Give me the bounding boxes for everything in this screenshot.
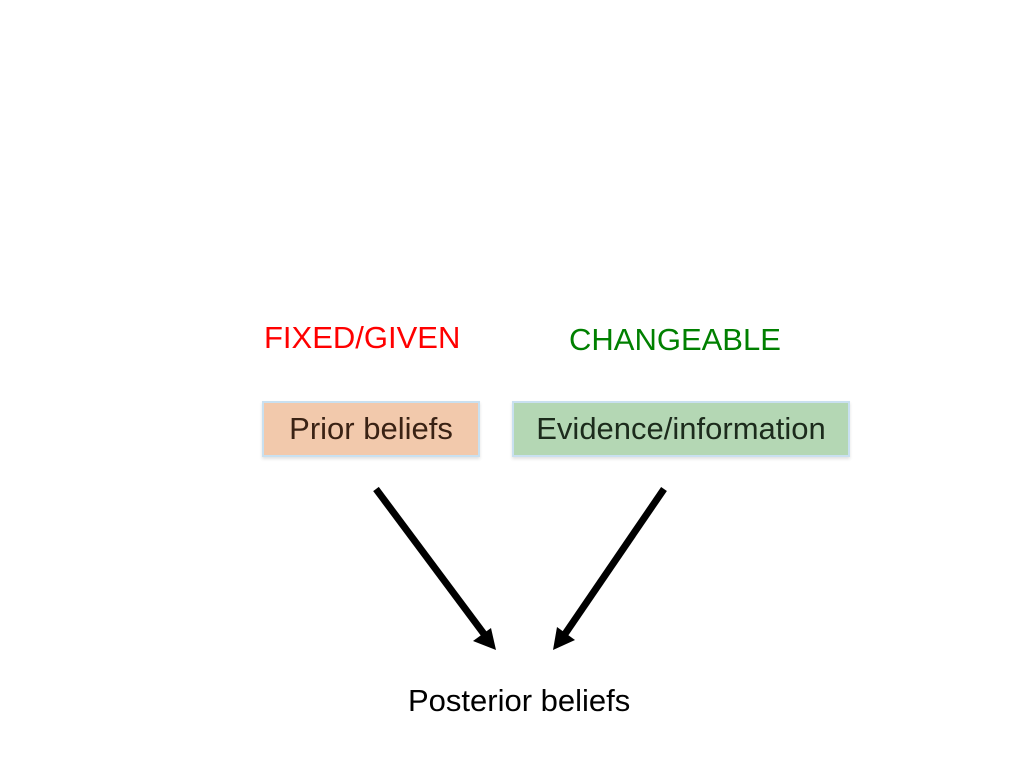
prior-beliefs-text: Prior beliefs xyxy=(289,411,453,446)
prior-to-posterior-arrow xyxy=(373,486,496,650)
evidence-to-posterior-arrow xyxy=(553,487,667,650)
evidence-information-text: Evidence/information xyxy=(536,411,826,446)
fixed-given-label: FIXED/GIVEN xyxy=(264,320,461,355)
prior-beliefs-box: Prior beliefs xyxy=(262,401,480,457)
posterior-beliefs-label: Posterior beliefs xyxy=(408,683,631,718)
evidence-information-box: Evidence/information xyxy=(512,401,850,457)
changeable-label: CHANGEABLE xyxy=(569,322,781,357)
